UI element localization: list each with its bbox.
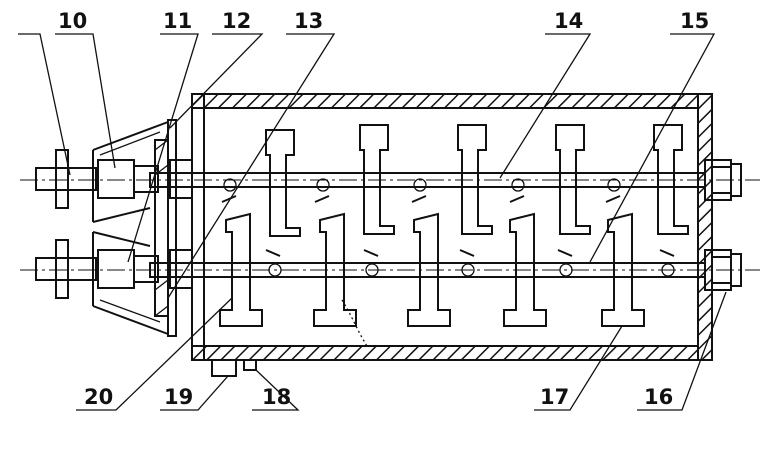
callout-20: 20 [84,385,113,409]
callout-19: 19 [164,385,193,409]
callout-15: 15 [680,9,709,33]
callout-12: 12 [222,9,251,33]
leader-lines [18,33,727,411]
callout-17: 17 [540,385,569,409]
left-flange [92,119,177,337]
left-drive-assembly [35,149,193,299]
bottom-feet [211,360,257,377]
right-end-bearings [704,159,742,291]
housing-top-wall [191,93,713,109]
callout-14: 14 [554,9,583,33]
callout-18: 18 [262,385,291,409]
callout-10: 10 [58,9,87,33]
housing-left-wall [191,93,205,361]
upper-paddles [265,124,689,237]
callout-11: 11 [163,9,192,33]
lower-paddles [219,212,645,327]
housing-right-wall [697,93,713,361]
shaft-hubs [221,178,675,277]
callout-13: 13 [294,9,323,33]
housing-bottom-wall [191,345,713,361]
callout-labels: 10 11 12 13 14 15 16 17 18 19 20 [58,9,709,409]
housing [191,93,713,361]
callout-16: 16 [644,385,673,409]
